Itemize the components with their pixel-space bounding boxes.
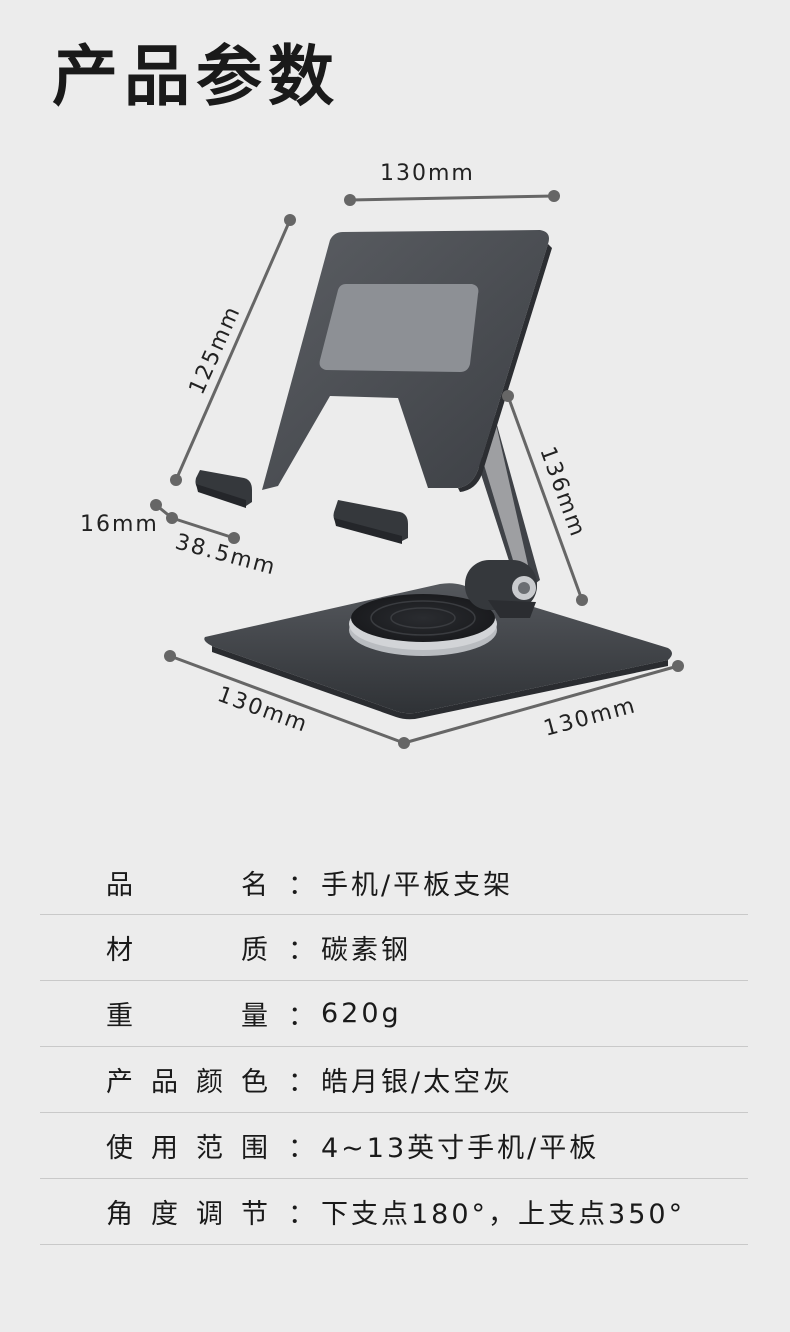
spec-colon: ： (288, 1067, 318, 1098)
rotating-disc (349, 594, 497, 656)
support-arm (465, 400, 540, 618)
spec-row-angle: 角度调节 ： 下支点180°，上支点350° (40, 1179, 748, 1245)
spec-value: 碳素钢 (321, 935, 411, 966)
spec-row-range: 使用范围 ： 4~13英寸手机/平板 (40, 1113, 748, 1179)
spec-colon: ： (288, 1001, 318, 1032)
page-title: 产品参数 (52, 38, 340, 115)
spec-row-weight: 重量 ： 620g (40, 981, 748, 1047)
dim-lip-width: 38.5mm (172, 530, 279, 581)
spec-key: 品名 (106, 869, 271, 901)
spec-row-color: 产品颜色 ： 皓月银/太空灰 (40, 1047, 748, 1113)
spec-colon: ： (288, 1133, 318, 1164)
spec-value: 皓月银/太空灰 (321, 1067, 514, 1098)
spec-key: 产品颜色 (106, 1067, 271, 1098)
tablet-plate (262, 230, 552, 492)
dimension-lines (150, 190, 684, 749)
holder-lip-left (195, 470, 252, 508)
spec-colon: ： (288, 1199, 318, 1230)
dim-top-width: 130mm (380, 161, 475, 186)
spec-row-name: 品名 ： 手机/平板支架 (40, 850, 748, 915)
spec-key: 重量 (106, 1001, 271, 1032)
spec-value: 下支点180°，上支点350° (321, 1199, 686, 1230)
spec-key: 使用范围 (106, 1133, 271, 1164)
holder-lip-right (333, 500, 408, 544)
dim-height-upper: 125mm (185, 302, 246, 399)
spec-value: 620g (321, 998, 402, 1029)
spec-key: 材质 (106, 935, 271, 966)
spec-key: 角度调节 (106, 1199, 271, 1230)
spec-row-material: 材质 ： 碳素钢 (40, 915, 748, 981)
product-figure: 130mm 125mm 136mm 16mm 38.5mm 130mm 130m… (80, 161, 684, 749)
dim-lip-depth: 16mm (80, 512, 159, 537)
spec-value: 4~13英寸手机/平板 (321, 1133, 600, 1164)
spec-table: 品名 ： 手机/平板支架 材质 ： 碳素钢 重量 ： 620g 产品颜色 ： 皓… (40, 850, 748, 1245)
spec-colon: ： (288, 869, 318, 901)
spec-value: 手机/平板支架 (321, 869, 514, 901)
spec-colon: ： (288, 935, 318, 966)
